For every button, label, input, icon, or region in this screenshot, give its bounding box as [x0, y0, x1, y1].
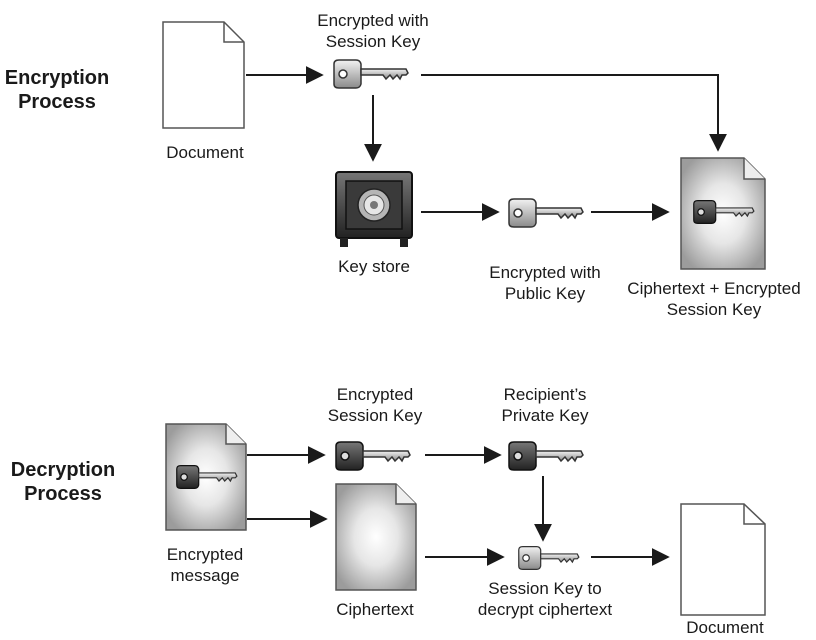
private-key-label: Recipient’s Private Key: [501, 385, 589, 425]
document-icon: [162, 21, 245, 129]
session-key-icon: [333, 59, 409, 89]
ciphertext-icon: [335, 483, 417, 591]
key-store-label: Key store: [338, 257, 410, 276]
encrypted-message-label: Encrypted message: [166, 545, 244, 585]
output-document-label: Document: [686, 618, 764, 637]
encryption-arrows: [246, 66, 727, 221]
public-key-label: Encrypted with Public Key: [489, 263, 601, 303]
output-label: Ciphertext + Encrypted Session Key: [627, 279, 801, 319]
document-label: Document: [166, 143, 244, 162]
public-key-icon: [508, 198, 584, 228]
output-document-icon: [680, 503, 766, 616]
safe-icon: [335, 171, 413, 247]
encrypted-session-key-icon-2: [335, 441, 411, 471]
session-key-label: Encrypted with Session Key: [317, 11, 429, 51]
decryption-section-title: Decryption Process: [10, 459, 116, 505]
decrypt-session-key-icon: [518, 546, 580, 570]
decryption-arrows: [247, 446, 670, 566]
ciphertext-label: Ciphertext: [336, 600, 414, 619]
session-key-decrypt-label: Session Key to decrypt ciphertext: [477, 579, 613, 619]
private-key-icon: [508, 441, 584, 471]
encrypted-file-icon: [680, 157, 766, 270]
encryption-section-title: Encryption Process: [4, 67, 110, 113]
encrypted-session-key-label: Encrypted Session Key: [327, 385, 423, 425]
